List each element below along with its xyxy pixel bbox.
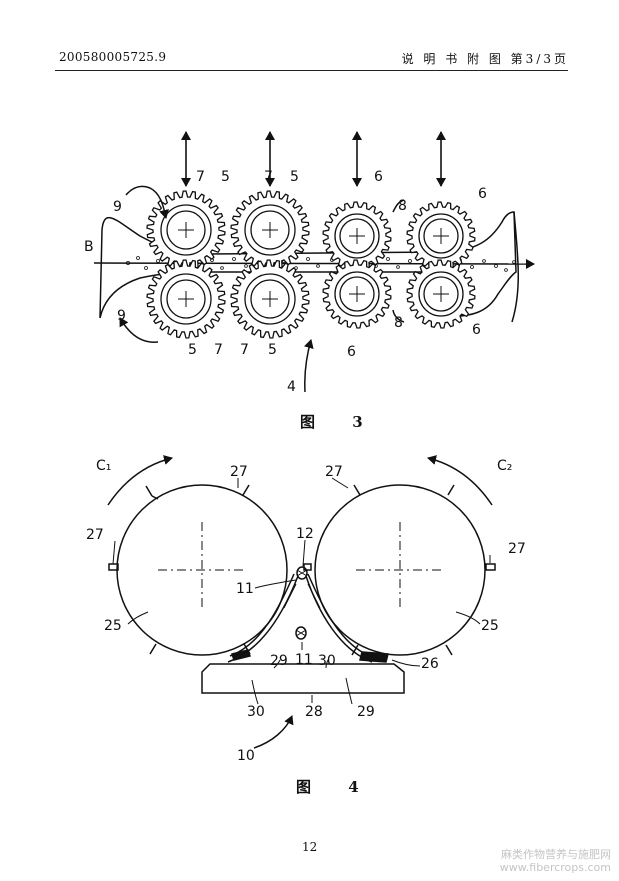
section-title: 说 明 书 附 图 第3/3页 — [401, 52, 569, 66]
right-plate-outer — [305, 575, 373, 663]
label-6b: 6 — [478, 186, 487, 202]
drum-assembly — [107, 455, 496, 749]
label-7b: 7 — [264, 169, 273, 185]
label-12: 12 — [296, 526, 314, 542]
watermark: 麻类作物营养与施肥网 www.fibercrops.com — [500, 848, 611, 874]
roller-upper-3 — [322, 201, 392, 271]
label-c1: C₁ — [96, 458, 111, 474]
label-7a: 7 — [196, 169, 205, 185]
label-25a: 25 — [104, 618, 122, 634]
label-B: B — [84, 239, 94, 255]
page-number: 12 — [302, 840, 318, 854]
label-27d: 27 — [508, 541, 526, 557]
header-rule — [55, 70, 568, 71]
label-5c: 5 — [188, 342, 197, 358]
label-8b: 8 — [394, 315, 403, 331]
label-27b: 27 — [325, 464, 343, 480]
label-7c: 7 — [214, 342, 223, 358]
label-29a: 29 — [270, 653, 288, 669]
label-26: 26 — [421, 656, 439, 672]
label-30a: 30 — [318, 653, 336, 669]
right-plate-inner — [307, 573, 371, 657]
figure-3-drawing: 7 5 7 5 6 8 6 9 B 9 5 7 7 5 6 8 6 4 — [84, 131, 535, 395]
base-frame — [201, 663, 405, 694]
left-plate-inner — [229, 573, 295, 657]
label-10: 10 — [237, 748, 255, 764]
label-11b: 11 — [295, 652, 313, 668]
roller-upper-4 — [406, 201, 476, 271]
label-4: 4 — [287, 379, 296, 395]
label-29b: 29 — [357, 704, 375, 720]
roller-lower-4-axis-mark — [433, 286, 449, 302]
label-5a: 5 — [221, 169, 230, 185]
roller-lower-1 — [146, 259, 226, 339]
watermark-line-2: www.fibercrops.com — [499, 861, 611, 874]
vertical-motion-arrows — [181, 131, 446, 187]
label-30b: 30 — [247, 704, 265, 720]
label-9b: 9 — [117, 308, 126, 324]
label-6c: 6 — [347, 344, 356, 360]
label-6d: 6 — [472, 322, 481, 338]
patent-number: 200580005725.9 — [59, 50, 167, 64]
label-25b: 25 — [481, 618, 499, 634]
right-drum — [314, 484, 486, 656]
label-7d: 7 — [240, 342, 249, 358]
label-28: 28 — [305, 704, 323, 720]
roller-lower-2 — [230, 259, 310, 339]
label-8a: 8 — [398, 198, 407, 214]
figure-3-caption: 图 3 — [300, 413, 379, 431]
label-27c: 27 — [86, 527, 104, 543]
figure-3-labels: 7 5 7 5 6 8 6 9 B 9 5 7 7 5 6 8 6 4 — [84, 169, 487, 395]
drum-pins — [108, 484, 496, 656]
roller-lower-1-axis-mark — [178, 291, 194, 307]
roller-upper-2 — [230, 190, 310, 270]
roller-lower-2-axis-mark — [262, 291, 278, 307]
roller-lower-4 — [406, 259, 476, 329]
roller-upper-3-axis-mark — [349, 228, 365, 244]
label-c2: C₂ — [497, 458, 512, 474]
roller-upper-1-axis-mark — [178, 222, 194, 238]
figure-4-caption: 图 4 — [296, 778, 375, 796]
figure-4-labels: C₁ C₂ 27 27 27 27 12 11 11 25 25 29 30 2… — [86, 458, 526, 764]
label-27a: 27 — [230, 464, 248, 480]
feed-arrows — [119, 185, 405, 393]
label-6a: 6 — [374, 169, 383, 185]
label-5d: 5 — [268, 342, 277, 358]
roller-lower-3-axis-mark — [349, 286, 365, 302]
watermark-line-1: 麻类作物营养与施肥网 — [501, 848, 611, 861]
label-9a: 9 — [113, 199, 122, 215]
roller-lower-3 — [322, 259, 392, 329]
label-11a: 11 — [236, 581, 254, 597]
label-5b: 5 — [290, 169, 299, 185]
roller-upper-2-axis-mark — [262, 222, 278, 238]
roller-upper-4-axis-mark — [433, 228, 449, 244]
